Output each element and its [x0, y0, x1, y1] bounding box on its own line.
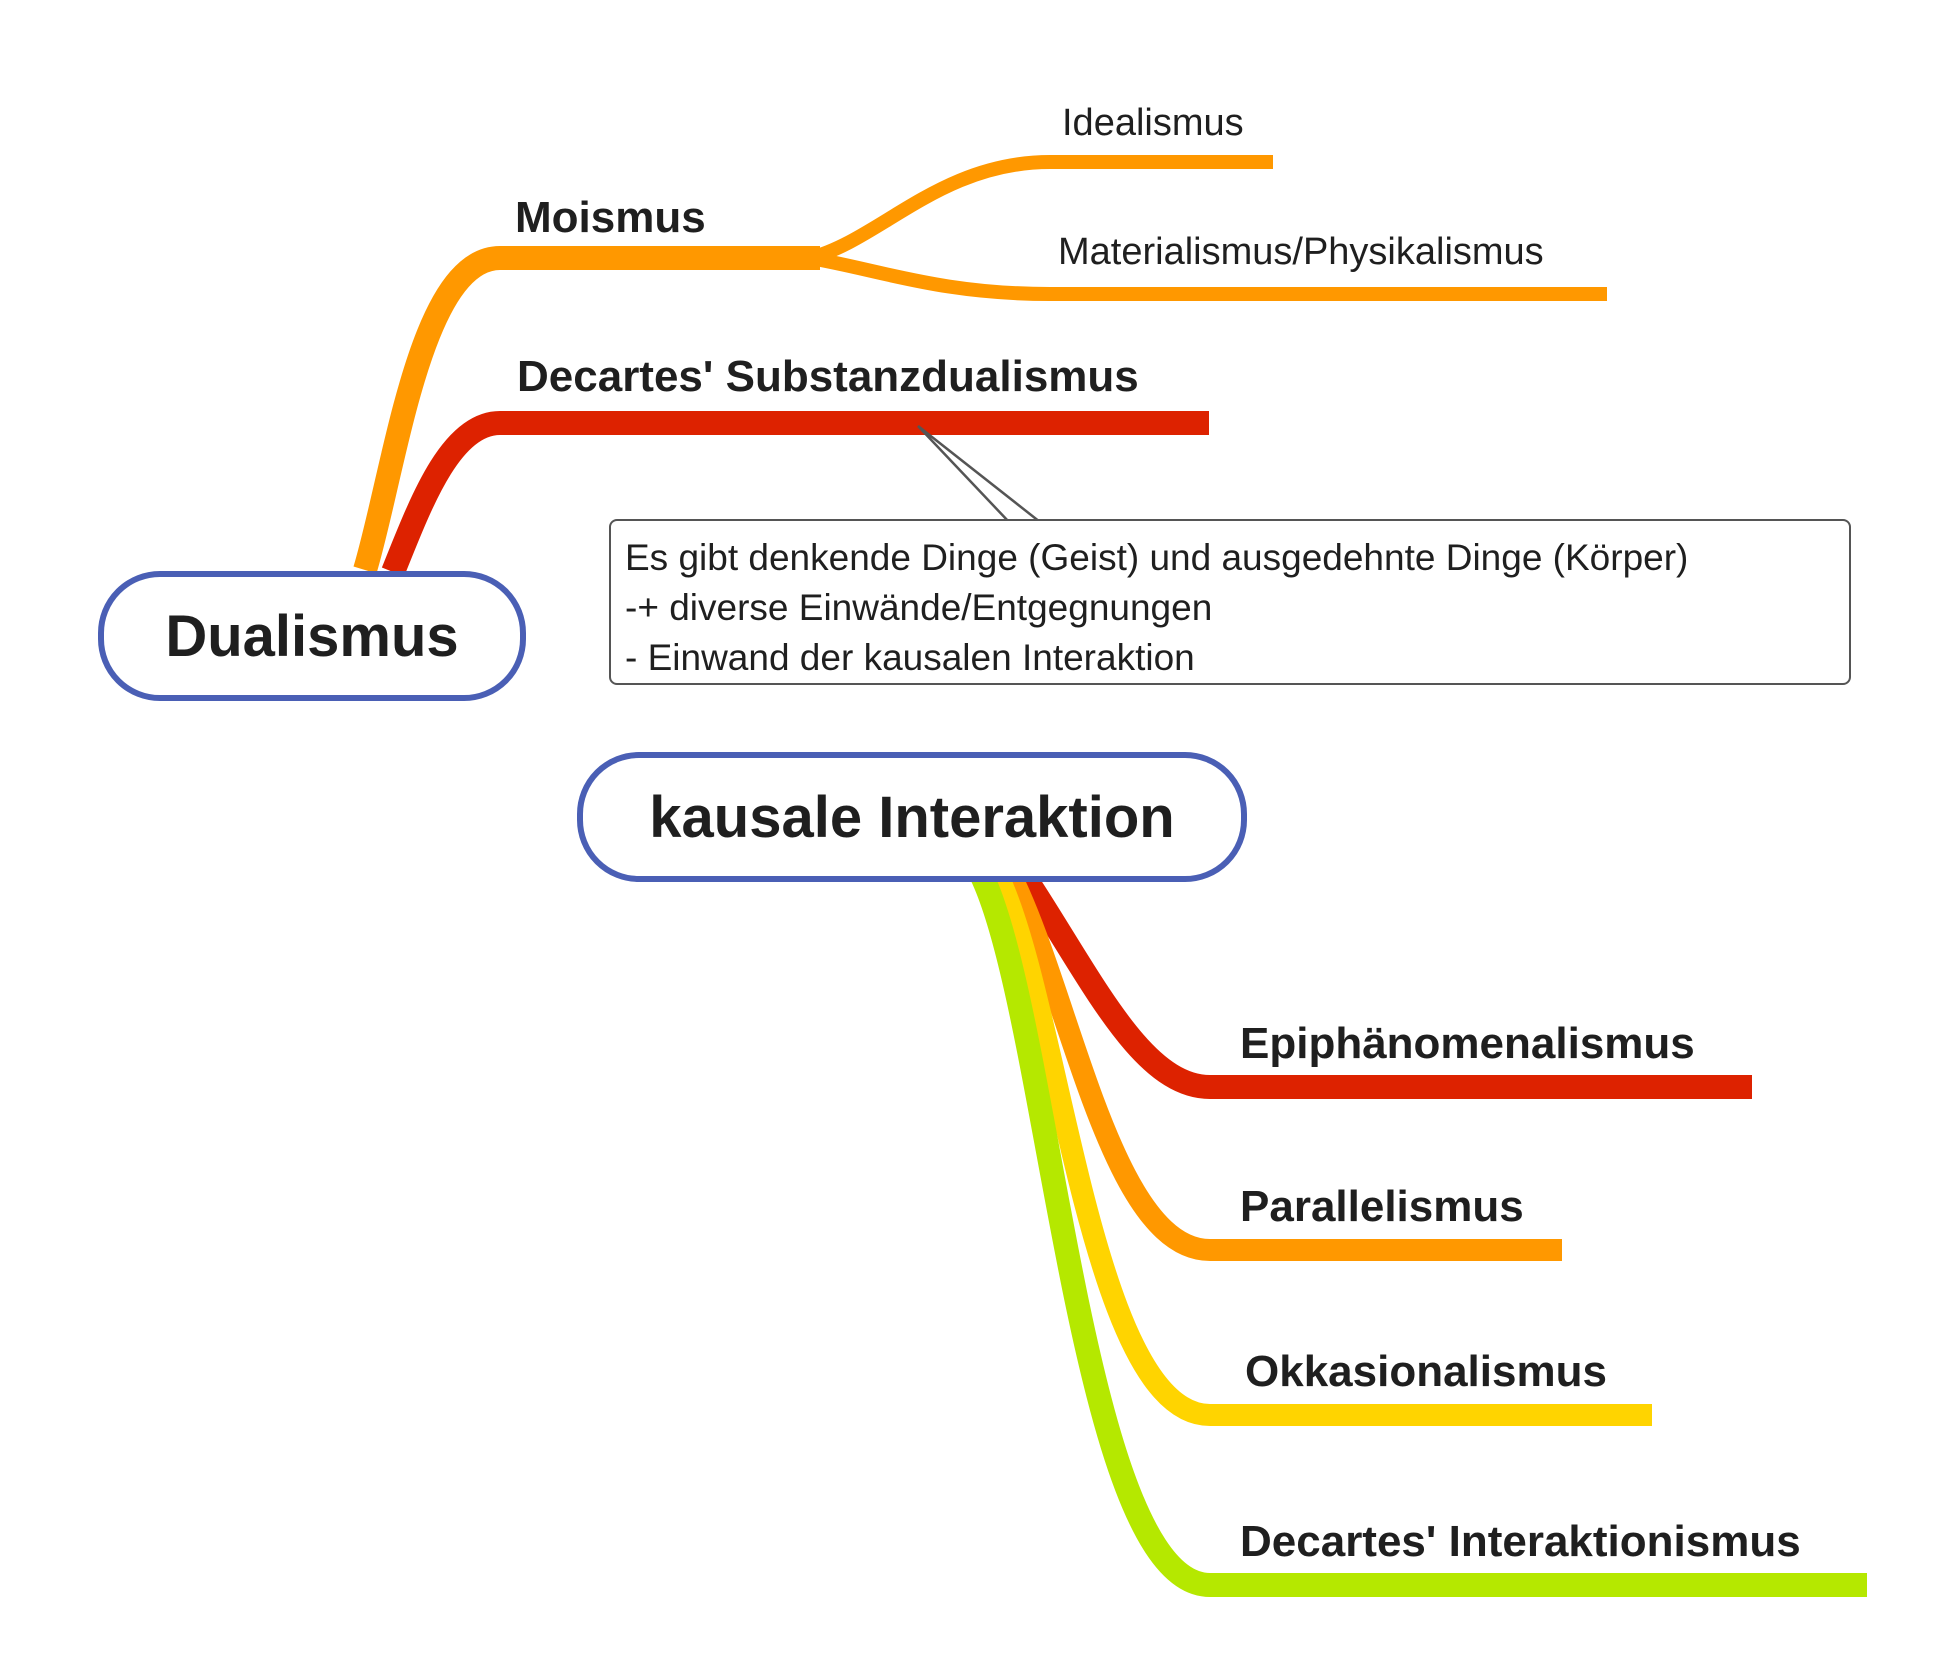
note-line-1: Es gibt denkende Dinge (Geist) und ausge…: [625, 537, 1689, 578]
node-idealismus[interactable]: Idealismus: [1062, 102, 1244, 144]
node-parallelismus[interactable]: Parallelismus: [1240, 1182, 1524, 1231]
note-line-2: -+ diverse Einwände/Entgegnungen: [625, 587, 1213, 628]
branch-line-parallelismus: [998, 864, 1562, 1261]
node-substanzdualismus[interactable]: Decartes' Substanzdualismus: [517, 352, 1139, 401]
node-decartes-interaktionismus[interactable]: Decartes' Interaktionismus: [1240, 1517, 1801, 1566]
node-materialismus-physikalismus[interactable]: Materialismus/Physikalismus: [1058, 231, 1544, 273]
branch-line-substanzdualismus: [381, 411, 1209, 577]
branch-line-moismus: [353, 246, 820, 574]
branch-line-materialismus: [808, 251, 1607, 301]
branch-line-idealismus: [808, 155, 1273, 265]
root-node-dualismus[interactable]: Dualismus: [98, 571, 526, 701]
branch-line-epiphaenomenalismus: [1010, 863, 1752, 1099]
branch-line-interaktionismus: [969, 866, 1867, 1597]
note-line-3: - Einwand der kausalen Interaktion: [625, 637, 1195, 678]
node-moismus[interactable]: Moismus: [515, 193, 706, 242]
note-pointer: [917, 425, 1044, 524]
node-epiphaenomenalismus[interactable]: Epiphänomenalismus: [1240, 1019, 1695, 1068]
substanzdualismus-note: Es gibt denkende Dinge (Geist) und ausge…: [609, 519, 1851, 685]
root-node-kausale-interaktion[interactable]: kausale Interaktion: [577, 752, 1247, 882]
node-okkasionalismus[interactable]: Okkasionalismus: [1245, 1347, 1607, 1396]
branch-line-okkasionalismus: [986, 867, 1652, 1426]
